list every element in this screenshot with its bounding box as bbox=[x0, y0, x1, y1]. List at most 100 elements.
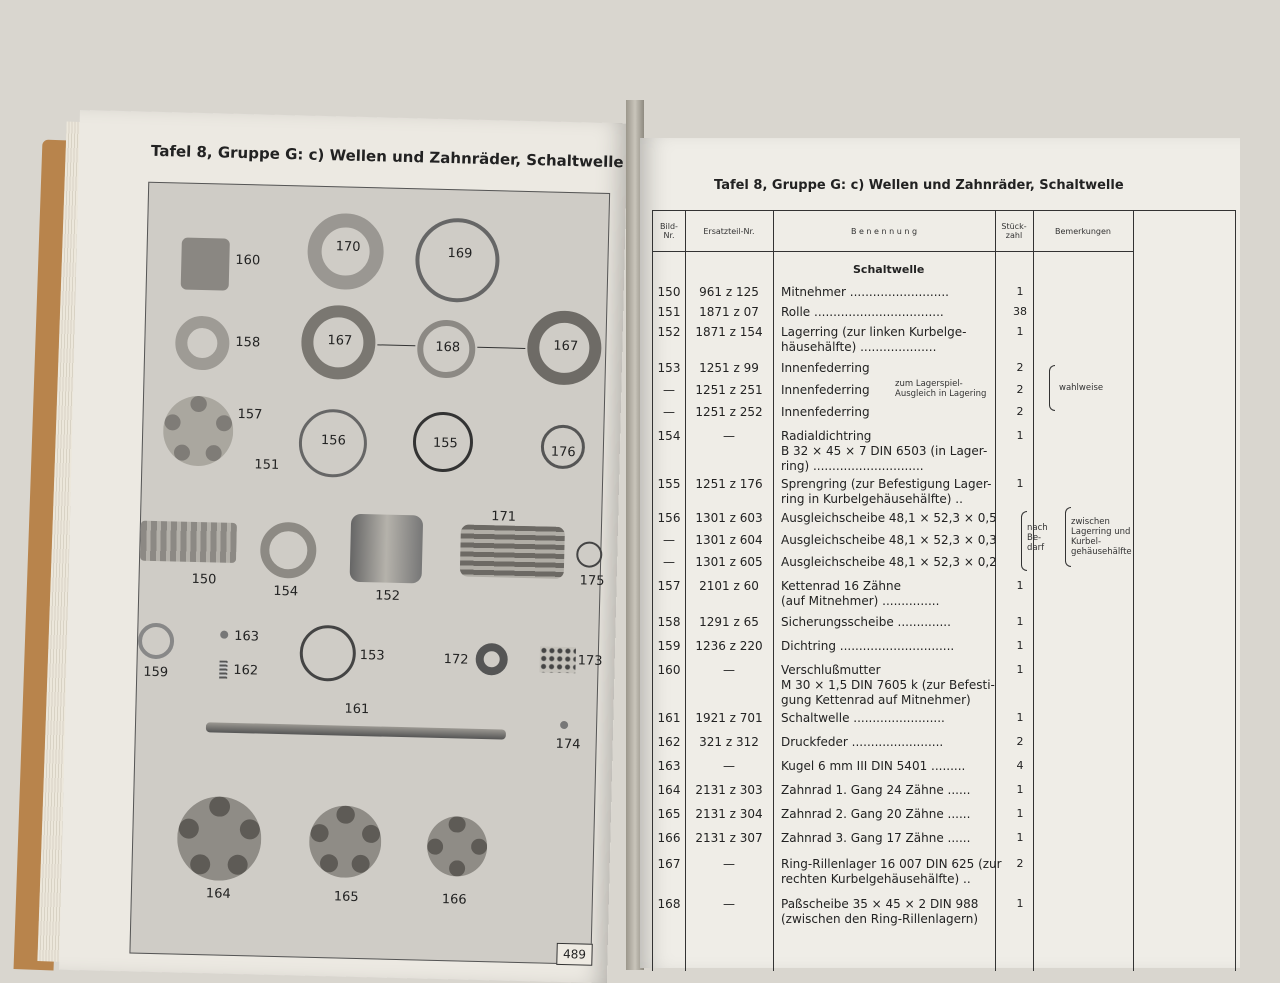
part-label: 164 bbox=[205, 886, 231, 902]
benennung-cell: Sprengring (zur Befestigung Lager- ring … bbox=[781, 477, 992, 506]
ersatzteil-cell: 1236 z 220 bbox=[695, 639, 763, 653]
stueckzahl-cell: 1 bbox=[1016, 579, 1024, 592]
stueckzahl-cell: 1 bbox=[1016, 783, 1024, 796]
part-label: 151 bbox=[254, 457, 280, 473]
ersatzteil-cell: — bbox=[723, 759, 735, 773]
stueckzahl-cell: 1 bbox=[1016, 639, 1024, 652]
washer-158 bbox=[174, 315, 230, 371]
bild-nr-cell: 154 bbox=[657, 429, 681, 443]
note-wahlweise: wahlweise bbox=[1059, 383, 1104, 393]
benennung-cell: Ausgleichscheibe 48,1 × 52,3 × 0,3 bbox=[781, 533, 997, 547]
column-divider bbox=[995, 211, 996, 971]
book-gutter bbox=[626, 100, 644, 970]
bild-nr-cell: 159 bbox=[657, 639, 681, 653]
bild-nr-cell: 168 bbox=[657, 897, 681, 911]
benennung-cell: Radialdichtring B 32 × 45 × 7 DIN 6503 (… bbox=[781, 429, 988, 473]
spring-162 bbox=[219, 660, 228, 679]
parts-photo: 160 170 169 158 167 168 167 157 151 156 … bbox=[129, 181, 611, 966]
benennung-cell: Sicherungsscheibe .............. bbox=[781, 615, 951, 629]
part-label: 165 bbox=[333, 889, 359, 906]
part-label: 153 bbox=[359, 648, 385, 664]
parts-table: Bild- Nr. Ersatzteil-Nr. B e n e n n u n… bbox=[652, 210, 1236, 971]
benennung-cell: Zahnrad 1. Gang 24 Zähne ...... bbox=[781, 783, 971, 797]
benennung-cell: Kugel 6 mm III DIN 5401 ......... bbox=[781, 759, 966, 773]
part-label: 156 bbox=[320, 432, 347, 449]
benennung-cell: Innenfederring bbox=[781, 405, 870, 419]
stueckzahl-cell: 2 bbox=[1016, 735, 1024, 748]
bild-nr-cell: 163 bbox=[657, 759, 681, 773]
shaft-171 bbox=[459, 524, 565, 579]
stueckzahl-cell: 2 bbox=[1016, 857, 1024, 870]
stueckzahl-cell: 1 bbox=[1016, 477, 1024, 490]
bild-nr-cell: 161 bbox=[657, 711, 681, 725]
part-label: 157 bbox=[237, 406, 263, 423]
brace-nach-bedarf bbox=[1021, 511, 1027, 571]
benennung-cell: Ring-Rillenlager 16 007 DIN 625 (zur rec… bbox=[781, 857, 1002, 886]
ersatzteil-cell: 1251 z 176 bbox=[695, 477, 763, 491]
column-divider bbox=[1133, 211, 1134, 971]
bushing-172 bbox=[475, 642, 509, 676]
ball-163 bbox=[220, 630, 229, 639]
bild-nr-cell: — bbox=[663, 533, 675, 547]
header-benennung: B e n e n n u n g bbox=[773, 211, 995, 252]
part-label: 163 bbox=[234, 628, 260, 645]
bild-nr-cell: — bbox=[663, 405, 675, 419]
stueckzahl-cell: 1 bbox=[1016, 663, 1024, 676]
seal-154 bbox=[259, 521, 317, 579]
benennung-cell: Ausgleichscheibe 48,1 × 52,3 × 0,2 bbox=[781, 555, 997, 569]
ersatzteil-cell: 1301 z 604 bbox=[695, 533, 763, 547]
part-label: 158 bbox=[235, 334, 261, 351]
benennung-cell: Zahnrad 3. Gang 17 Zähne ...... bbox=[781, 831, 971, 845]
part-label: 174 bbox=[555, 736, 581, 753]
gear-166 bbox=[426, 815, 488, 878]
circlip-175 bbox=[575, 541, 603, 568]
stueckzahl-cell: 1 bbox=[1016, 711, 1024, 724]
bild-nr-cell: 150 bbox=[657, 285, 681, 299]
benennung-cell: Druckfeder ........................ bbox=[781, 735, 944, 749]
ring-159 bbox=[137, 622, 175, 660]
driver-150 bbox=[140, 520, 237, 563]
bild-nr-cell: 151 bbox=[657, 305, 681, 319]
bild-nr-cell: 155 bbox=[657, 477, 681, 491]
gear-165 bbox=[308, 804, 383, 879]
ersatzteil-cell: — bbox=[723, 429, 735, 443]
benennung-cell: Schaltwelle ........................ bbox=[781, 711, 945, 725]
part-label: 160 bbox=[235, 252, 261, 269]
ersatzteil-cell: 2131 z 304 bbox=[695, 807, 763, 821]
stueckzahl-cell: 1 bbox=[1016, 831, 1024, 844]
part-label: 152 bbox=[375, 588, 401, 604]
connector-line bbox=[377, 344, 416, 347]
part-label: 172 bbox=[443, 652, 469, 668]
ball-174 bbox=[560, 720, 569, 730]
bearing-ring-152 bbox=[349, 513, 424, 584]
ersatzteil-cell: 1251 z 252 bbox=[695, 405, 763, 419]
shift-shaft-161 bbox=[205, 722, 506, 740]
part-label: 169 bbox=[447, 246, 473, 262]
ersatzteil-cell: 961 z 125 bbox=[699, 285, 759, 299]
stueckzahl-cell: 1 bbox=[1016, 897, 1024, 910]
benennung-cell: Innenfederring bbox=[781, 361, 870, 375]
benennung-cell: Ausgleichscheibe 48,1 × 52,3 × 0,5 bbox=[781, 511, 997, 525]
benennung-cell: Zahnrad 2. Gang 20 Zähne ...... bbox=[781, 807, 971, 821]
ersatzteil-cell: 1251 z 251 bbox=[695, 383, 763, 397]
part-label: 162 bbox=[233, 662, 259, 679]
part-label: 175 bbox=[579, 573, 605, 589]
note-zwischen: zwischen Lagerring und Kurbel- gehäusehä… bbox=[1071, 517, 1132, 557]
left-page: Tafel 8, Gruppe G: c) Wellen und Zahnräd… bbox=[58, 110, 628, 983]
benennung-cell: Verschlußmutter M 30 × 1,5 DIN 7605 k (z… bbox=[781, 663, 995, 707]
part-label: 168 bbox=[435, 339, 461, 356]
bild-nr-cell: 153 bbox=[657, 361, 681, 375]
note-lagerspiel: zum Lagerspiel- Ausgleich in Lagering bbox=[895, 379, 987, 399]
bild-nr-cell: 162 bbox=[657, 735, 681, 749]
part-label: 159 bbox=[143, 664, 169, 681]
part-label: 155 bbox=[432, 435, 458, 452]
stueckzahl-cell: 1 bbox=[1016, 285, 1024, 298]
ersatzteil-cell: 1291 z 65 bbox=[699, 615, 759, 629]
bild-nr-cell: 158 bbox=[657, 615, 681, 629]
stueckzahl-cell: 1 bbox=[1016, 429, 1024, 442]
stueckzahl-cell: 38 bbox=[1013, 305, 1027, 318]
part-label: 161 bbox=[344, 701, 370, 718]
brace-wahlweise bbox=[1049, 365, 1055, 411]
nut-160 bbox=[180, 237, 230, 291]
connector-line bbox=[477, 346, 526, 349]
